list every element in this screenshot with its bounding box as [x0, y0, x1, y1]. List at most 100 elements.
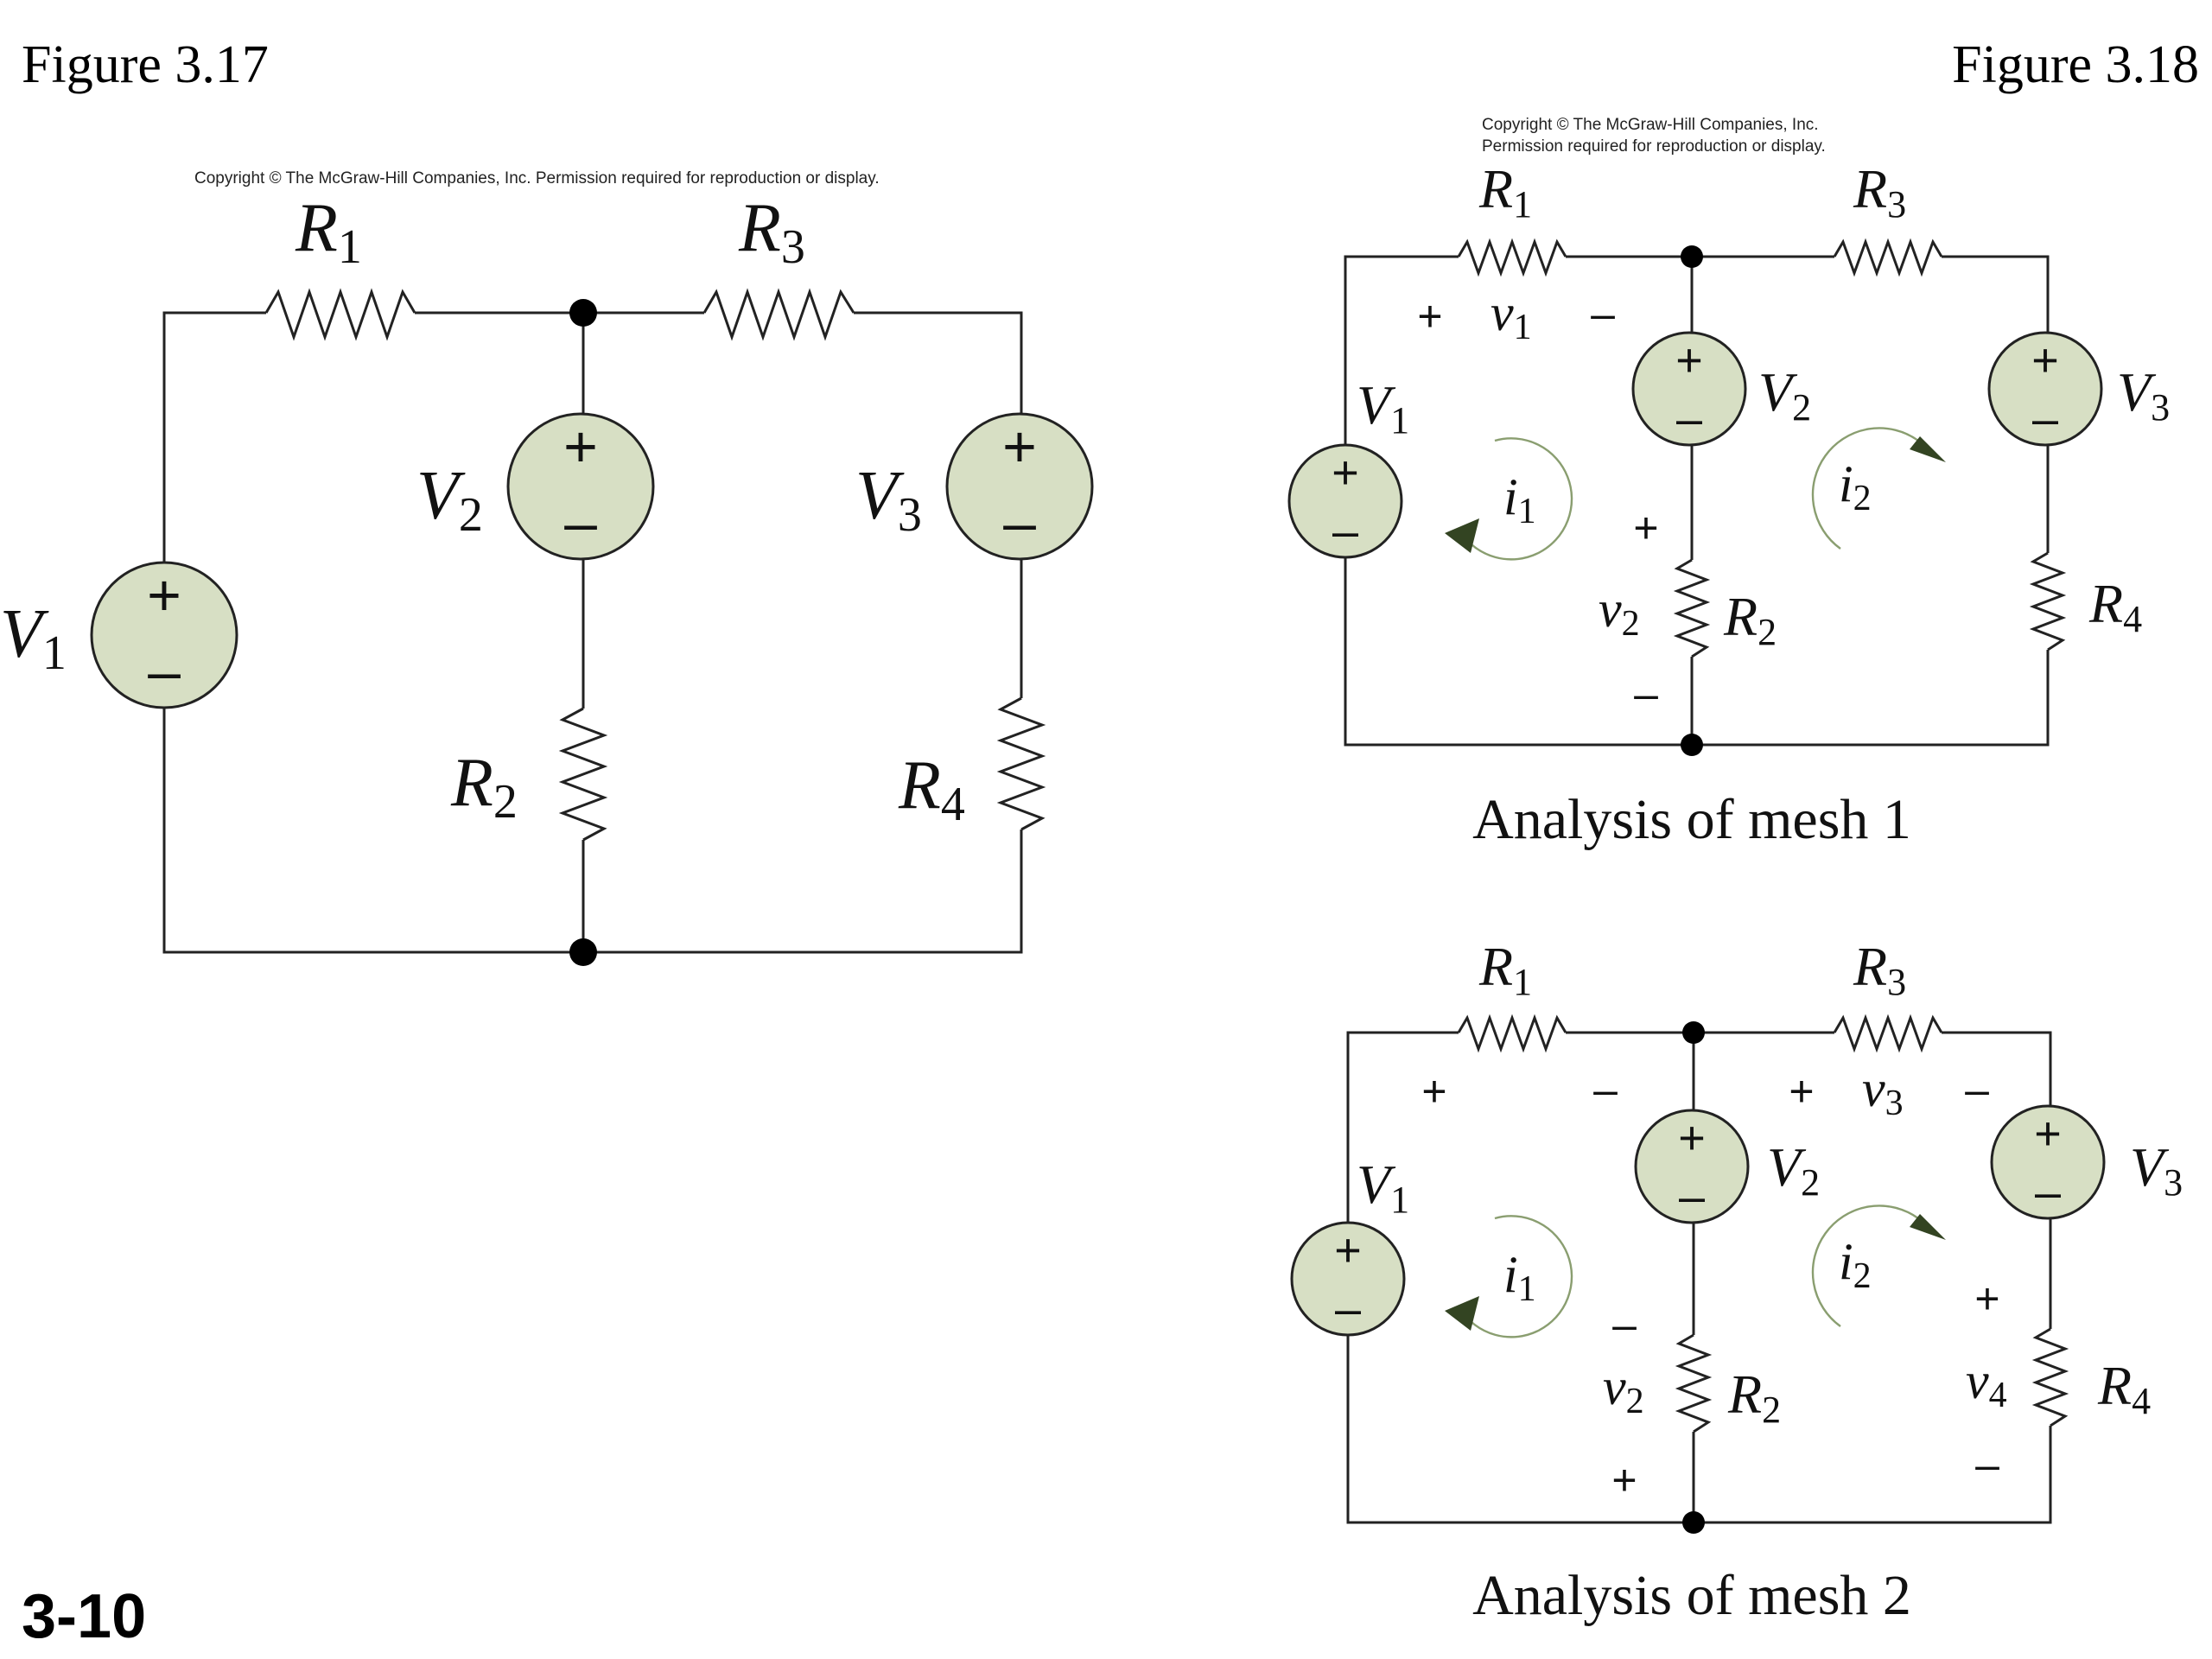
- mesh2-v4-drop-plus: +: [1974, 1274, 1999, 1323]
- mesh1-label-v2-drop: v2: [1599, 581, 1640, 644]
- mesh2-v2-plus: +: [1678, 1112, 1706, 1164]
- mesh1-label-i1: i1: [1503, 468, 1536, 531]
- mesh1-r4-resistor: [2029, 551, 2067, 652]
- mesh2-label-V1: V1: [1357, 1154, 1409, 1221]
- figure-3-18-title: Figure 3.18: [1952, 35, 2199, 94]
- mesh1-i1-arrow: [1445, 437, 1573, 561]
- mesh2-v2-drop-minus: –: [1612, 1300, 1637, 1349]
- fig17-top-node: [569, 299, 597, 327]
- fig17-v1-source: + –: [90, 561, 238, 709]
- mesh2-bottom-node: [1682, 1511, 1705, 1534]
- mesh1-top-right-wire: [1942, 255, 2050, 333]
- slide-number: 3-10: [22, 1582, 146, 1651]
- mesh2-label-R4: R4: [2097, 1355, 2151, 1422]
- fig17-bottom-node: [569, 938, 597, 966]
- mesh1-r1-resistor: [1457, 238, 1567, 277]
- mesh1-left-lower-wire: [1344, 557, 2050, 747]
- mesh2-v1-source: + –: [1290, 1221, 1406, 1337]
- fig17-r4-resistor: [996, 696, 1046, 831]
- mesh2-label-v2-drop: v2: [1603, 1358, 1644, 1421]
- mesh1-v3-plus: +: [2031, 334, 2059, 386]
- mesh1-v3-minus: –: [2032, 393, 2058, 445]
- fig17-r1-resistor: [264, 288, 416, 341]
- figure-3-18-mesh2-circuit: + – + – + – R1 R3 + – + v3 – V1 V2 V3: [1290, 936, 2183, 1627]
- mesh2-top-node: [1682, 1021, 1705, 1044]
- mesh2-caption: Analysis of mesh 2: [1472, 1564, 1911, 1627]
- mesh2-v1-plus: +: [1334, 1224, 1362, 1276]
- mesh1-bottom-node: [1681, 734, 1703, 756]
- mesh2-label-R2: R2: [1727, 1363, 1781, 1431]
- mesh2-r1-plus: +: [1421, 1067, 1446, 1116]
- fig17-v1-plus: +: [147, 563, 181, 628]
- figure-3-18-mesh1-circuit: Copyright © The McGraw-Hill Companies, I…: [1287, 116, 2170, 851]
- mesh2-left-upper-wire: [1346, 1031, 1459, 1223]
- mesh1-v1-minus: –: [1332, 505, 1358, 557]
- mesh2-v3-drop-plus: +: [1789, 1067, 1814, 1116]
- mesh1-v2-minus: –: [1676, 393, 1702, 445]
- mesh2-v3-plus: +: [2034, 1108, 2062, 1160]
- mesh2-label-v4-drop: v4: [1966, 1352, 2007, 1415]
- figure-3-18-copyright-line1: Copyright © The McGraw-Hill Companies, I…: [1482, 116, 1819, 134]
- fig17-v3-source: + –: [945, 412, 1094, 561]
- mesh1-caption: Analysis of mesh 1: [1472, 788, 1911, 851]
- mesh2-v3-drop-minus: –: [1965, 1065, 1989, 1114]
- mesh1-v1-source: + –: [1287, 443, 1403, 559]
- mesh2-i2-arrow: [1811, 1205, 1946, 1327]
- mesh2-label-i1: i1: [1503, 1246, 1536, 1309]
- fig17-r2-resistor: [558, 707, 608, 842]
- figure-3-17-title: Figure 3.17: [22, 35, 269, 94]
- mesh1-label-v1-drop: v1: [1491, 284, 1532, 347]
- mesh1-left-upper-wire: [1344, 255, 1459, 445]
- mesh2-v3-source: + –: [1990, 1104, 2106, 1220]
- mesh1-v2-drop-plus: +: [1633, 504, 1658, 552]
- mesh2-label-r1: R1: [1478, 936, 1532, 1003]
- fig17-v2-source: + –: [506, 412, 655, 561]
- fig17-r3-resistor: [702, 288, 855, 341]
- mesh2-v2-minus: –: [1679, 1171, 1705, 1223]
- mesh1-label-r3: R3: [1853, 158, 1906, 226]
- fig17-v3-plus: +: [1002, 414, 1037, 480]
- figure-3-17-copyright: Copyright © The McGraw-Hill Companies, I…: [194, 169, 880, 188]
- mesh2-top-right-wire: [1942, 1031, 2052, 1106]
- mesh1-label-V1: V1: [1357, 374, 1409, 442]
- mesh2-v1-minus: –: [1335, 1283, 1361, 1335]
- mesh1-v2-source: + –: [1631, 331, 1747, 447]
- mesh1-v1-drop-minus: –: [1591, 289, 1615, 338]
- mesh2-label-V2: V2: [1767, 1136, 1820, 1204]
- fig17-v3-minus: –: [1003, 490, 1036, 556]
- fig17-label-r2: R2: [450, 745, 518, 829]
- fig17-top-left-wire: [162, 311, 266, 566]
- fig17-label-r4: R4: [898, 747, 965, 831]
- mesh2-v4-drop-minus: –: [1975, 1440, 1999, 1489]
- mesh2-r4-resistor: [2031, 1327, 2069, 1427]
- mesh1-v1-drop-plus: +: [1417, 292, 1442, 340]
- mesh1-label-V2: V2: [1758, 361, 1811, 429]
- mesh2-v3-minus: –: [2035, 1166, 2061, 1218]
- figure-3-17-circuit: Copyright © The McGraw-Hill Companies, I…: [0, 169, 1094, 966]
- fig17-label-r3: R3: [738, 190, 805, 274]
- mesh1-label-R4: R4: [2088, 573, 2142, 640]
- mesh1-v1-plus: +: [1332, 447, 1359, 499]
- mesh1-r2-resistor: [1673, 558, 1711, 658]
- mesh2-r2-resistor: [1675, 1333, 1713, 1433]
- mesh1-label-R2: R2: [1723, 586, 1777, 653]
- mesh1-label-r1: R1: [1478, 158, 1532, 226]
- mesh1-r3-resistor: [1833, 238, 1943, 277]
- mesh2-r1-resistor: [1457, 1014, 1567, 1053]
- fig17-v2-minus: –: [564, 490, 597, 556]
- fig17-v1-minus: –: [148, 639, 181, 704]
- mesh1-label-i2: i2: [1839, 455, 1872, 518]
- fig17-label-v1: V1: [0, 596, 67, 680]
- mesh2-r3-resistor: [1833, 1014, 1943, 1053]
- mesh1-v2-drop-minus: –: [1634, 670, 1658, 718]
- mesh2-label-r3: R3: [1853, 936, 1906, 1003]
- mesh2-v2-source: + –: [1634, 1109, 1750, 1224]
- mesh2-r1-minus: –: [1593, 1065, 1618, 1114]
- mesh1-i2-arrow: [1811, 427, 1946, 550]
- fig17-label-r1: R1: [295, 190, 362, 274]
- mesh1-v3-source: + –: [1987, 331, 2103, 447]
- mesh1-label-V3: V3: [2117, 361, 2170, 429]
- figure-3-18-copyright-line2: Permission required for reproduction or …: [1482, 137, 1826, 156]
- fig17-left-lower-wire: [162, 709, 1023, 954]
